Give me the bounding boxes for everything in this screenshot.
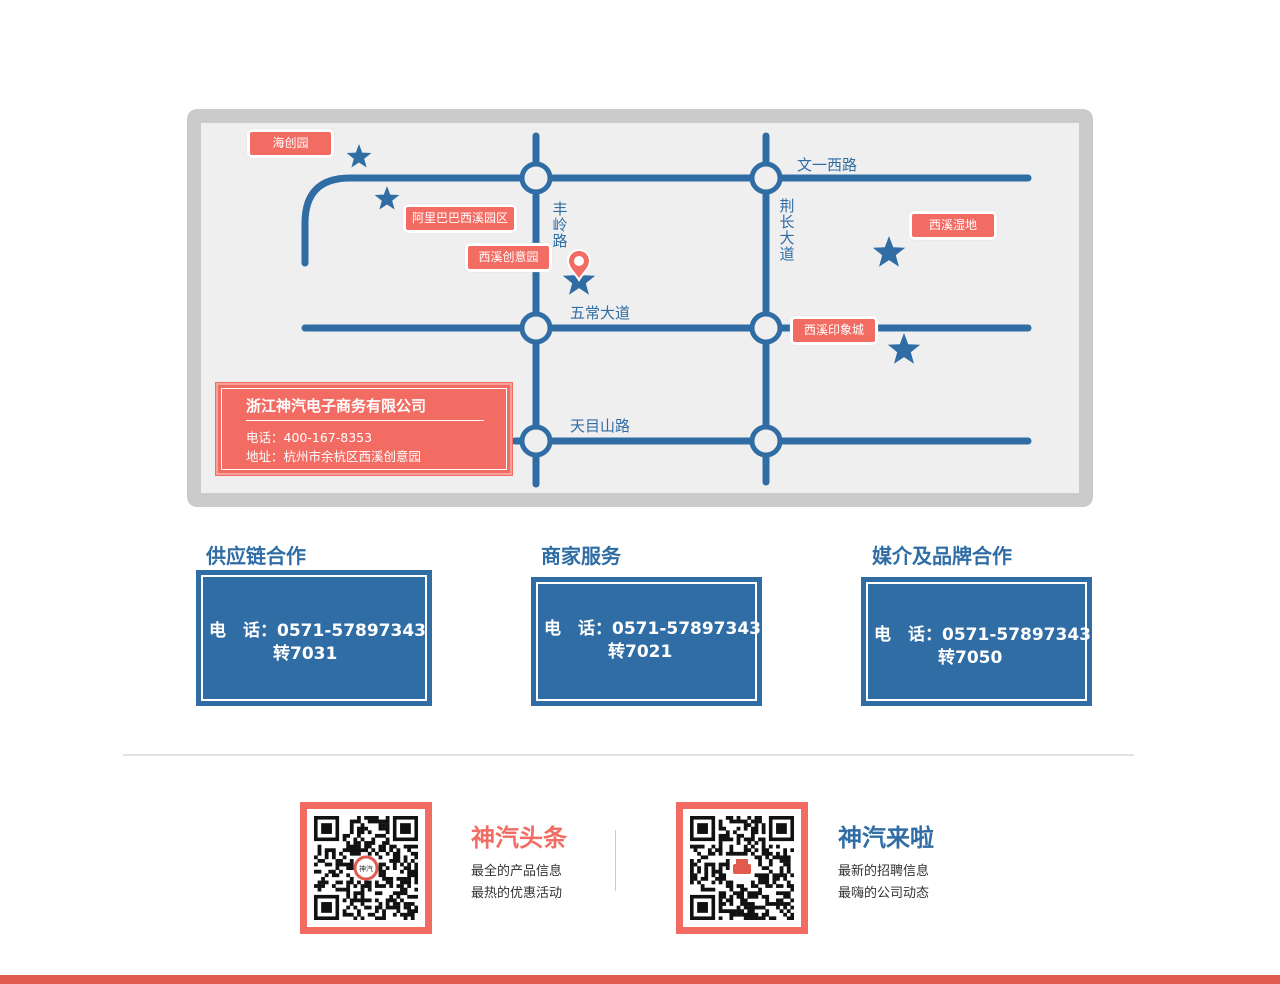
intersection [519, 311, 553, 345]
landmark-xixi-yinxiang: 西溪印象城 [790, 316, 878, 345]
contact-card-media: 电 话：0571-57897343 转7050 [861, 577, 1092, 706]
section-title-media: 媒介及品牌合作 [872, 544, 1012, 568]
contact-phone: 电 话：0571-57897343 [209, 621, 426, 641]
intersection [749, 311, 783, 345]
contact-phone: 电 话：0571-57897343 [874, 625, 1091, 645]
contact-phone: 电 话：0571-57897343 [544, 619, 761, 639]
landmark-xixi-creative-park: 西溪创意园 [465, 243, 552, 272]
promo-line: 最全的产品信息 [471, 864, 563, 879]
road-label-fengling: 丰岭路 [552, 200, 568, 250]
intersection [749, 161, 783, 195]
contact-card-merchant: 电 话：0571-57897343 转7021 [531, 577, 762, 706]
qr-code-shenqi-toutiao: 神汽 [300, 802, 432, 934]
road-label-jingchang: 荆长大道 [779, 197, 795, 263]
road-label-wenyi: 文一西路 [797, 156, 858, 174]
road-wenyi [301, 174, 1032, 267]
promo-line: 最热的优惠活动 [471, 886, 563, 901]
promo-line: 最新的招聘信息 [838, 864, 930, 879]
road-label-tianmushan: 天目山路 [570, 417, 631, 435]
qr-code-pattern [690, 816, 795, 921]
intersection [749, 424, 783, 458]
landmark-alibaba-xixi: 阿里巴巴西溪园区 [403, 204, 517, 233]
vertical-divider [615, 830, 616, 891]
section-divider [123, 754, 1134, 756]
promo-title-laila: 神汽来啦 [838, 824, 934, 852]
contact-extension: 转7050 [938, 648, 1003, 668]
landmark-haichuangyuan: 海创园 [247, 129, 334, 158]
intersection [519, 161, 553, 195]
promo-line: 最嗨的公司动态 [838, 886, 930, 901]
company-phone: 电话：400-167-8353 [246, 430, 373, 445]
company-name: 浙江神汽电子商务有限公司 [246, 397, 427, 415]
star-icon [346, 144, 372, 168]
promo-title-toutiao: 神汽头条 [471, 824, 567, 852]
svg-text:神汽: 神汽 [359, 864, 373, 873]
star-icon [887, 333, 921, 364]
intersection [519, 424, 553, 458]
road-network [301, 132, 1032, 488]
car-logo-icon [730, 856, 754, 880]
company-info-box: 浙江神汽电子商务有限公司 电话：400-167-8353 地址：杭州市余杭区西溪… [215, 382, 513, 476]
location-pin-icon [566, 249, 592, 283]
star-icon [872, 236, 906, 267]
section-title-merchant: 商家服务 [541, 544, 621, 568]
road-label-wuchang: 五常大道 [570, 304, 631, 322]
section-title-supply-chain: 供应链合作 [206, 544, 306, 568]
contact-extension: 转7031 [273, 644, 338, 664]
footer-bar [0, 975, 1280, 984]
company-address: 地址：杭州市余杭区西溪创意园 [246, 449, 422, 464]
landmark-xixi-wetland: 西溪湿地 [909, 211, 997, 240]
contact-extension: 转7021 [608, 642, 673, 662]
qr-code-pattern: 神汽 [314, 816, 419, 921]
star-icon [374, 186, 400, 210]
divider [246, 420, 484, 421]
contact-card-supply-chain: 电 话：0571-57897343 转7031 [196, 570, 432, 706]
shenqi-logo-icon: 神汽 [353, 855, 379, 881]
qr-code-shenqi-laila [676, 802, 808, 934]
